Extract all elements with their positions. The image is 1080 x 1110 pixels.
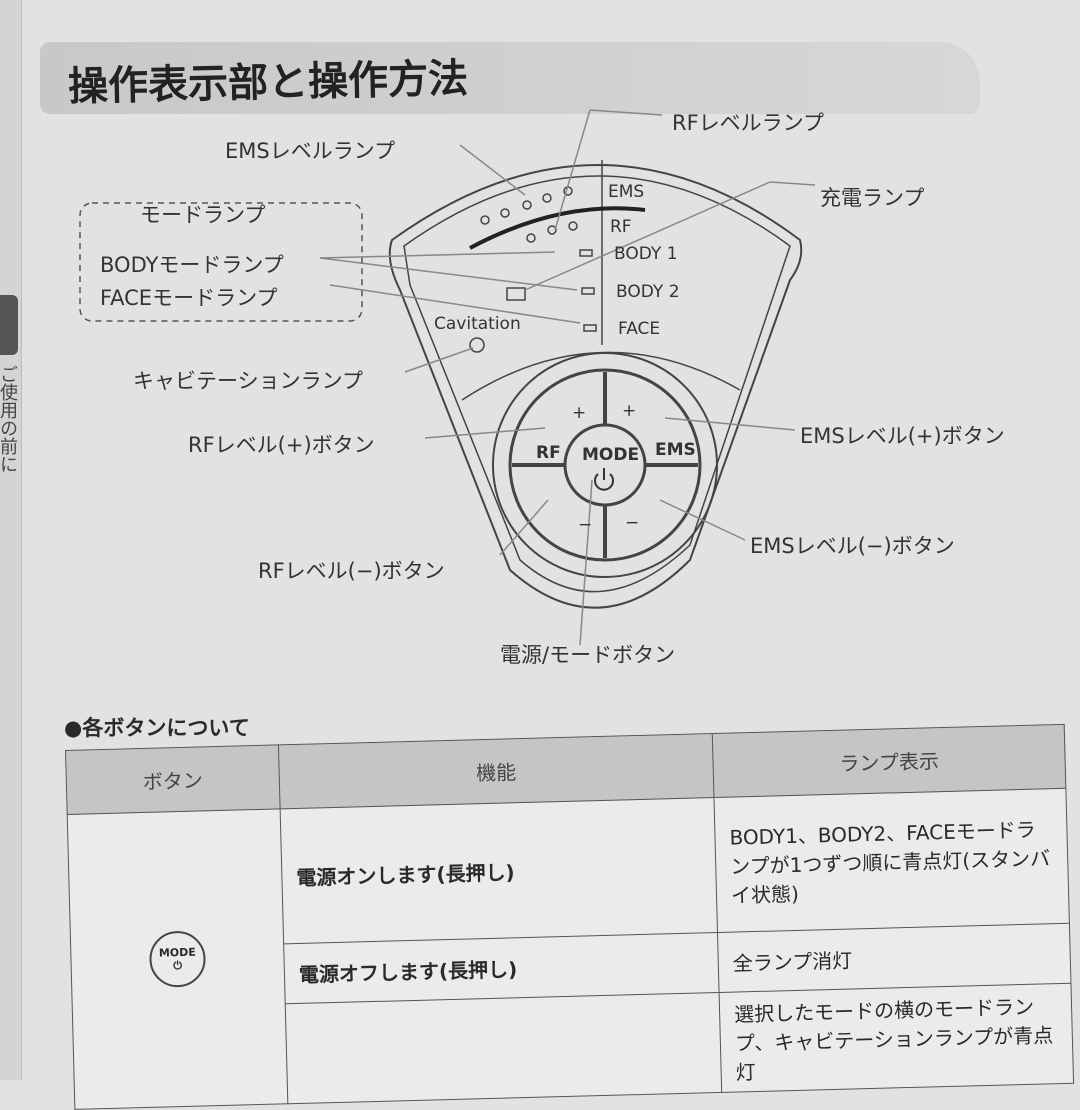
- body1-lamp: [579, 249, 593, 257]
- callout-ems-plus: EMSレベル(+)ボタン: [800, 424, 1005, 448]
- callout-ems-level-lamp: EMSレベルランプ: [225, 139, 395, 163]
- callout-rf-minus: RFレベル(−)ボタン: [258, 559, 445, 583]
- body2-lamp: [581, 287, 595, 295]
- cavitation-lamp: [469, 337, 485, 353]
- device-cavitation-label: Cavitation: [434, 314, 521, 334]
- section-heading: ●各ボタンについて: [64, 716, 250, 740]
- callout-ems-minus: EMSレベル(−)ボタン: [750, 534, 955, 558]
- lamp-cell: 全ランプ消灯: [717, 923, 1071, 993]
- leader-lines: [319, 109, 816, 646]
- device-rf-label: RF: [610, 217, 632, 237]
- header-button: ボタン: [65, 744, 281, 815]
- side-strip: [0, 0, 22, 1080]
- callout-body-mode-lamp: BODYモードランプ: [100, 253, 284, 277]
- mode-button-label[interactable]: MODE: [582, 445, 639, 465]
- title-banner: [40, 42, 980, 114]
- side-tab-label: ご使用の前に: [0, 365, 18, 473]
- callout-cavitation-lamp: キャビテーションランプ: [133, 369, 363, 393]
- callout-rf-plus: RFレベル(+)ボタン: [188, 433, 375, 457]
- rf-minus-button[interactable]: −: [578, 515, 592, 535]
- function-cell: [285, 992, 722, 1104]
- ems-button-label[interactable]: EMS: [655, 440, 696, 460]
- device-ems-label: EMS: [608, 182, 644, 202]
- callout-mode-lamp: モードランプ: [140, 203, 265, 227]
- button-ring-outer: [492, 352, 718, 578]
- rf-button-label[interactable]: RF: [536, 443, 561, 463]
- ems-minus-button[interactable]: −: [625, 513, 639, 533]
- mode-lamp-group-box: [79, 202, 363, 322]
- button-table: ボタン 機能 ランプ表示 MODE⏻ 電源オンします(長押し) BODY1、BO…: [65, 723, 1075, 1110]
- rf-plus-button[interactable]: +: [572, 403, 586, 423]
- rf-level-lamps: [526, 221, 578, 243]
- face-lamp: [583, 324, 597, 332]
- callout-charge-lamp: 充電ランプ: [820, 186, 924, 210]
- mode-button-cell: MODE⏻: [67, 808, 288, 1110]
- ems-plus-button[interactable]: +: [622, 401, 636, 421]
- device-outline: [388, 164, 803, 609]
- button-ring: [508, 368, 702, 562]
- device-inner-outline: [403, 175, 791, 593]
- header-lamp: ランプ表示: [712, 724, 1066, 798]
- callout-face-mode-lamp: FACEモードランプ: [100, 286, 277, 310]
- ems-level-lamps: [480, 186, 573, 225]
- callout-rf-level-lamp: RFレベルランプ: [672, 111, 824, 135]
- lamp-cell: BODY1、BODY2、FACEモードランプが1つずつ順に青点灯(スタンバイ状態…: [713, 788, 1070, 933]
- mode-power-icon: MODE⏻: [148, 930, 207, 988]
- device-body1-label: BODY 1: [614, 244, 678, 264]
- function-cell: 電源オンします(長押し): [280, 797, 718, 944]
- mode-button-ring: [563, 423, 647, 507]
- header-function: 機能: [278, 733, 714, 809]
- function-cell: 電源オフします(長押し): [283, 932, 720, 1004]
- device-diagram: EMSレベルランプ RFレベルランプ 充電ランプ モードランプ BODYモードラ…: [79, 109, 1005, 667]
- table-row: MODE⏻ 電源オンします(長押し) BODY1、BODY2、FACEモードラン…: [67, 788, 1070, 1110]
- device-body2-label: BODY 2: [616, 282, 680, 302]
- power-icon: [594, 468, 614, 491]
- side-tab: [0, 295, 18, 355]
- lamp-cell: 選択したモードの横のモードランプ、キャビテーションランプが青点灯: [719, 983, 1074, 1093]
- device-face-label: FACE: [618, 319, 660, 339]
- charge-lamp-icon: [506, 287, 526, 301]
- callout-power-mode: 電源/モードボタン: [500, 643, 675, 667]
